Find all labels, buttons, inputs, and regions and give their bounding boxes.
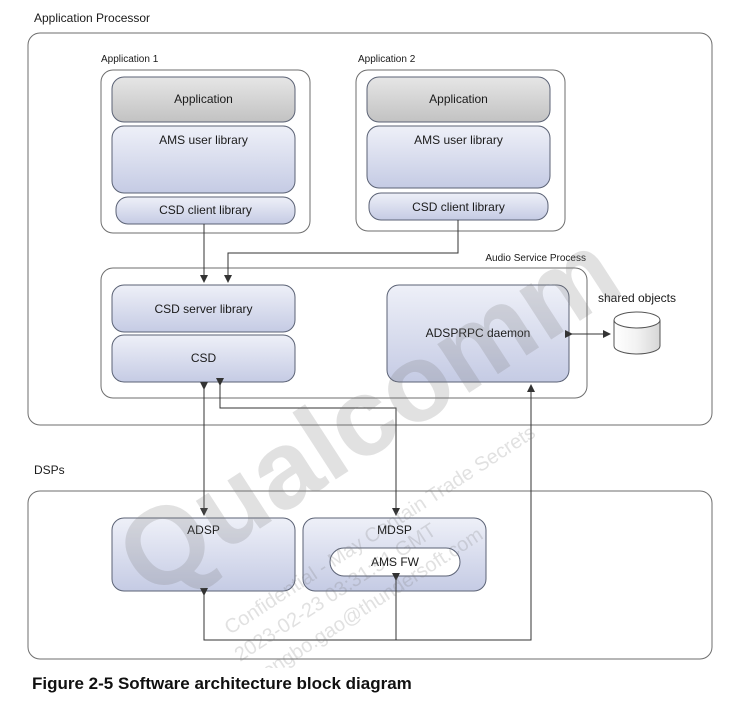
application-2-title: Application 2	[358, 54, 416, 65]
csd-label: CSD	[191, 351, 217, 365]
app2-ams-user-library-label: AMS user library	[414, 133, 503, 147]
app1-application-label: Application	[174, 92, 233, 106]
csd-server-library-box	[111, 284, 296, 333]
shared-objects-label: shared objects	[598, 291, 676, 305]
app2-to-csd-server-arrow	[224, 220, 459, 283]
csd-server-library-label: CSD server library	[154, 302, 252, 316]
adsp-adsprpc-arrow	[200, 384, 535, 641]
figure-caption: Figure 2-5 Software architecture block d…	[32, 674, 412, 693]
app1-ams-user-library-label: AMS user library	[159, 133, 248, 147]
app2-application-box	[366, 76, 551, 123]
app2-ams-user-library-box	[366, 125, 551, 189]
audio-service-process-title: Audio Service Process	[485, 253, 586, 264]
app2-csd-client-library-label: CSD client library	[412, 200, 505, 214]
application-processor-label: Application Processor	[34, 11, 150, 25]
dsps-label: DSPs	[34, 463, 65, 477]
application-1-title: Application 1	[101, 54, 159, 65]
app1-ams-user-library-box	[111, 125, 296, 194]
app1-application-box	[111, 76, 296, 123]
architecture-diagram: Application Processor Application 1 Appl…	[27, 11, 713, 668]
shared-objects-database-icon	[613, 311, 661, 355]
adsprpc-daemon-label: ADSPRPC daemon	[426, 326, 531, 340]
app1-csd-client-library-box	[115, 196, 296, 225]
app2-application-label: Application	[429, 92, 488, 106]
app1-csd-client-library-label: CSD client library	[159, 203, 252, 217]
